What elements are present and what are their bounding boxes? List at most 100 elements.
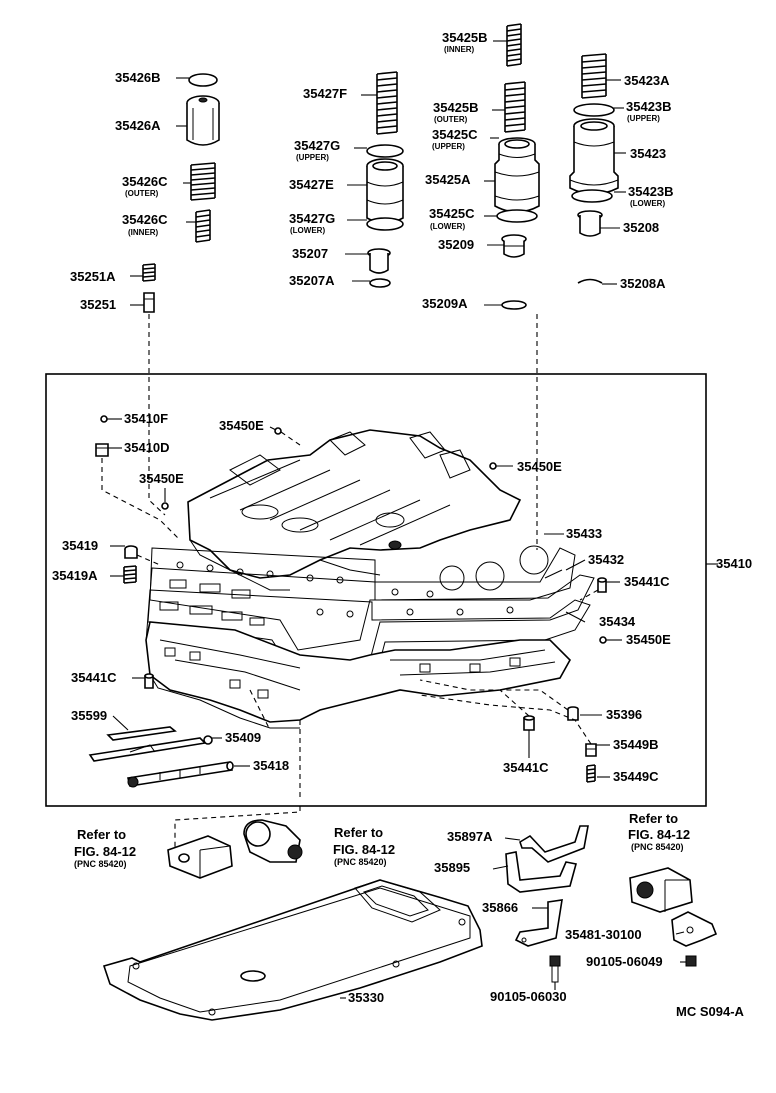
solenoid-right xyxy=(629,867,693,913)
part-35207A-ring xyxy=(369,278,391,288)
label-35208: 35208 xyxy=(623,220,660,235)
part-35251A-spring xyxy=(142,263,156,282)
label-35207A: 35207A xyxy=(289,273,335,288)
label-35426C-outer-sub: (OUTER) xyxy=(125,189,159,198)
label-35866: 35866 xyxy=(482,900,519,915)
label-35450E-a: 35450E xyxy=(219,418,264,433)
part-35208-cap xyxy=(577,210,603,237)
part-35423A-spring xyxy=(581,53,607,99)
label-35425A: 35425A xyxy=(425,172,471,187)
label-35450E-d: 35450E xyxy=(626,632,671,647)
part-35426A-piston xyxy=(186,95,220,146)
bracket-35481-30100 xyxy=(671,911,718,947)
label-35207: 35207 xyxy=(292,246,329,261)
label-35426C-outer: 35426C xyxy=(122,174,168,189)
label-35209: 35209 xyxy=(438,237,475,252)
label-35433: 35433 xyxy=(566,526,603,541)
label-35251A: 35251A xyxy=(70,269,116,284)
label-35208A: 35208A xyxy=(620,276,666,291)
label-35419: 35419 xyxy=(62,538,99,553)
upper-valve-body xyxy=(187,429,522,591)
pipe-35895 xyxy=(505,851,577,893)
part-35396-plug xyxy=(567,706,579,721)
label-35423: 35423 xyxy=(630,146,667,161)
part-35423B-upper-ring xyxy=(573,103,615,117)
lower-valve-body xyxy=(145,621,571,729)
part-35425C-lower-ring xyxy=(496,209,538,223)
label-35441C-b: 35441C xyxy=(71,670,117,685)
bracket-35866 xyxy=(514,899,563,947)
label-35425B-inner: 35425B xyxy=(442,30,488,45)
label-35426C-inner-sub: (INNER) xyxy=(128,228,159,237)
label-35209A: 35209A xyxy=(422,296,468,311)
label-35425C-upper: 35425C xyxy=(432,127,478,142)
label-35410D: 35410D xyxy=(124,440,170,455)
ref-middle-line1: Refer to xyxy=(334,825,384,840)
label-35423B-lower-sub: (LOWER) xyxy=(630,199,666,208)
ref-middle-line2: FIG. 84-12 xyxy=(333,842,396,857)
label-35449C: 35449C xyxy=(613,769,659,784)
label-35897A: 35897A xyxy=(447,829,493,844)
label-35427E: 35427E xyxy=(289,177,334,192)
part-35409-rod xyxy=(88,735,213,762)
label-35410: 35410 xyxy=(716,556,753,571)
label-35425B-outer-sub: (OUTER) xyxy=(434,115,468,124)
label-35449B: 35449B xyxy=(613,737,659,752)
valve-body-assembly-frame xyxy=(45,373,707,807)
label-35251: 35251 xyxy=(80,297,117,312)
solenoid-middle xyxy=(243,819,303,863)
label-35426A: 35426A xyxy=(115,118,161,133)
part-35441C-plug-a xyxy=(597,577,607,593)
ref-right-line1: Refer to xyxy=(629,811,679,826)
part-35426B-ring xyxy=(188,73,218,87)
part-35425B-outer-spring xyxy=(504,81,526,133)
label-35441C-c: 35441C xyxy=(503,760,549,775)
label-35895: 35895 xyxy=(434,860,471,875)
label-35426B: 35426B xyxy=(115,70,161,85)
label-90105-06049: 90105-06049 xyxy=(586,954,663,969)
label-35419A: 35419A xyxy=(52,568,98,583)
ref-left-line2: FIG. 84-12 xyxy=(74,844,137,859)
ref-right-line2: FIG. 84-12 xyxy=(628,827,691,842)
gasket-35433 xyxy=(149,545,576,651)
part-35209-cap xyxy=(501,234,527,258)
label-35427F: 35427F xyxy=(303,86,348,101)
part-35441C-plug-b xyxy=(144,673,154,689)
part-35251-plunger xyxy=(143,292,155,313)
ref-left-line3: (PNC 85420) xyxy=(74,859,127,869)
label-35425B-inner-sub: (INNER) xyxy=(444,45,475,54)
part-35449B-plug xyxy=(585,743,597,757)
label-35427G-lower: 35427G xyxy=(289,211,336,226)
part-35450E-ball-a xyxy=(274,427,282,435)
label-35330: 35330 xyxy=(348,990,385,1005)
label-35409: 35409 xyxy=(225,730,262,745)
part-35209A-ring xyxy=(501,300,527,310)
part-35426C-inner-spring xyxy=(195,209,211,243)
label-35450E-c: 35450E xyxy=(139,471,184,486)
label-35423B-lower: 35423B xyxy=(628,184,674,199)
label-35450E-b: 35450E xyxy=(517,459,562,474)
ref-middle-line3: (PNC 85420) xyxy=(334,857,387,867)
part-35427G-upper-ring xyxy=(366,144,404,158)
label-35423B-upper: 35423B xyxy=(626,99,672,114)
label-35427G-upper: 35427G xyxy=(294,138,341,153)
part-35427E-piston xyxy=(366,158,404,224)
label-35427G-lower-sub: (LOWER) xyxy=(290,226,326,235)
label-35481-30100: 35481-30100 xyxy=(565,927,642,942)
label-90105-06030: 90105-06030 xyxy=(490,989,567,1004)
label-35410F: 35410F xyxy=(124,411,169,426)
label-35441C-a: 35441C xyxy=(624,574,670,589)
part-35423-piston xyxy=(569,118,619,195)
oil-pan-35330 xyxy=(102,879,483,1021)
part-35427F-spring xyxy=(376,71,398,135)
part-35208A-ring xyxy=(577,278,603,284)
ref-right-line3: (PNC 85420) xyxy=(631,842,684,852)
label-35425C-lower: 35425C xyxy=(429,206,475,221)
bolt-90105-06049 xyxy=(685,955,697,967)
label-35423A: 35423A xyxy=(624,73,670,88)
pipe-35897A xyxy=(519,825,589,863)
part-35450E-ball-b xyxy=(489,462,497,470)
part-35450E-ball-d xyxy=(599,636,607,644)
